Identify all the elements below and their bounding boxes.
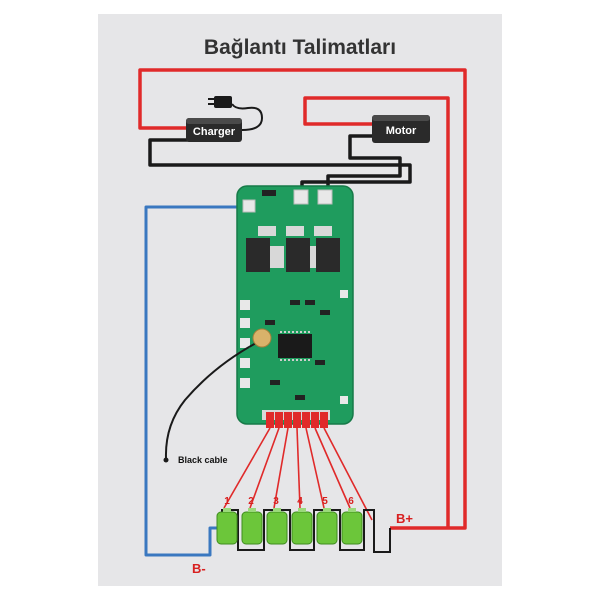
cell-numbers: 1 2 3 4 5 6 <box>224 496 354 507</box>
bms-board <box>236 185 354 425</box>
charger-cord <box>231 103 264 131</box>
balance-connector <box>266 412 328 428</box>
battery-icon <box>266 508 288 545</box>
black-cable <box>164 341 259 459</box>
thermistor-icon <box>252 328 272 348</box>
battery-pack <box>216 508 363 545</box>
plug-icon <box>208 96 232 108</box>
battery-icon <box>241 508 263 545</box>
cell-number-6: 6 <box>348 496 354 507</box>
cell-number-4: 4 <box>297 496 303 507</box>
battery-icon <box>341 508 363 545</box>
battery-icon <box>316 508 338 545</box>
battery-icon <box>291 508 313 545</box>
balance-wires <box>223 427 373 521</box>
black-wire-charger <box>148 138 412 195</box>
mosfet-group <box>246 226 340 272</box>
battery-icon <box>216 508 238 545</box>
page-title: Bağlantı Talimatları <box>204 36 396 59</box>
red-wire-motor <box>303 96 450 528</box>
cell-number-5: 5 <box>322 496 328 507</box>
charger-box: Charger <box>186 118 242 142</box>
blue-wire <box>144 205 246 557</box>
black-wire-motor <box>326 134 402 195</box>
cell-number-3: 3 <box>273 496 279 507</box>
cable-end <box>163 457 169 463</box>
b-plus-label: B+ <box>396 511 413 526</box>
red-wire-main <box>138 68 467 530</box>
charger-label: Charger <box>193 126 236 138</box>
cell-number-2: 2 <box>248 496 254 507</box>
cell-number-1: 1 <box>224 496 230 507</box>
motor-box: Motor <box>372 115 430 143</box>
chip-icon <box>278 331 312 361</box>
black-cable-label: Black cable <box>178 455 228 465</box>
motor-label: Motor <box>386 125 417 137</box>
b-minus-label: B- <box>192 561 206 576</box>
battery-series-wire <box>221 509 391 553</box>
